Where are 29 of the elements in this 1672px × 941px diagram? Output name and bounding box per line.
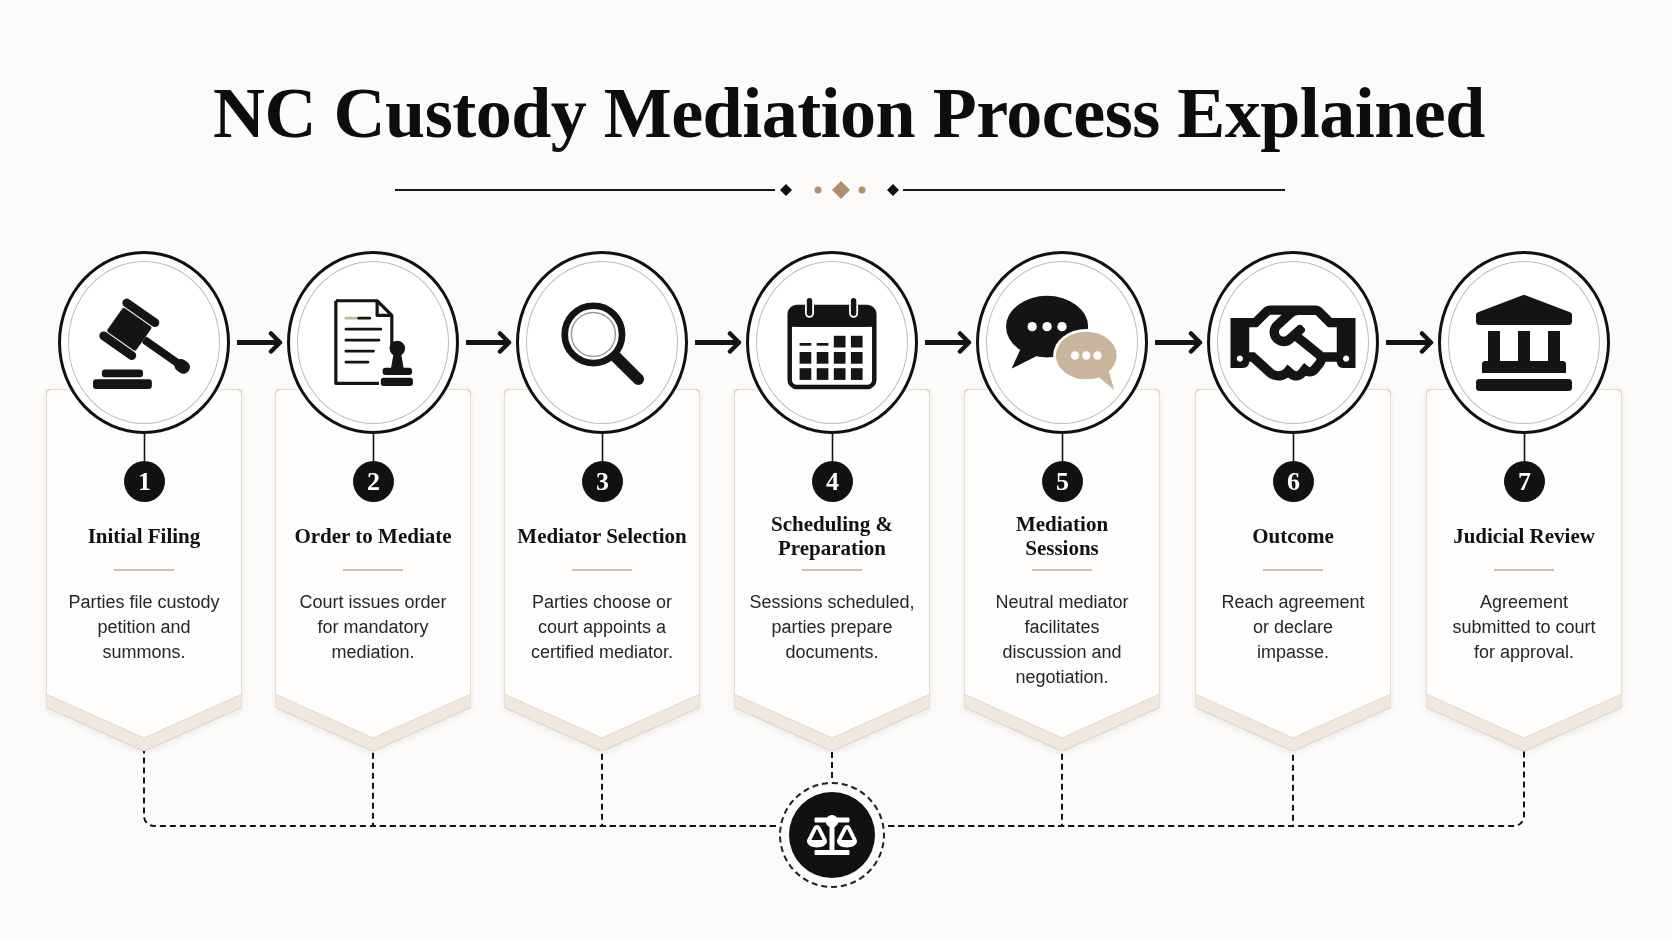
arrow <box>925 331 972 354</box>
step-description: Sessions scheduled, parties prepare documents. <box>748 591 916 664</box>
arrow <box>237 331 283 354</box>
connector-line <box>1061 433 1064 462</box>
connector-line <box>1292 433 1295 462</box>
connector-line <box>1523 433 1526 462</box>
arrow <box>466 331 512 354</box>
step-title: Mediator Selection <box>517 524 687 548</box>
arrow <box>1155 331 1203 354</box>
arrow <box>1386 331 1434 354</box>
step-description: Parties file custody petition and summons. <box>67 591 221 664</box>
step-description: Court issues order for mandatory mediation. <box>298 591 448 664</box>
connector-line <box>601 433 604 462</box>
step-title: Outcome <box>1252 524 1334 548</box>
step-description: Reach agreement or declare impasse. <box>1220 591 1366 664</box>
step-title: Scheduling & Preparation <box>770 512 894 560</box>
step-description: Agreement submitted to court for approval. <box>1451 591 1597 664</box>
step-title: Initial Filing <box>87 524 201 548</box>
connector-line <box>143 433 146 462</box>
arrow <box>695 331 742 354</box>
step-description: Parties choose or court appoints a certified mediator. <box>529 591 675 664</box>
step-title: Mediation Sessions <box>1014 512 1110 560</box>
connector-line <box>831 433 834 462</box>
title: NC Custody Mediation Process Explained <box>213 72 1485 154</box>
dashed-ring <box>779 782 885 888</box>
step-description: Neutral mediator facilitates discussion and negotiation. <box>994 591 1130 689</box>
step-title: Judicial Review <box>1453 524 1595 548</box>
step-title: Order to Mediate <box>294 524 452 548</box>
connector-line <box>372 433 375 462</box>
